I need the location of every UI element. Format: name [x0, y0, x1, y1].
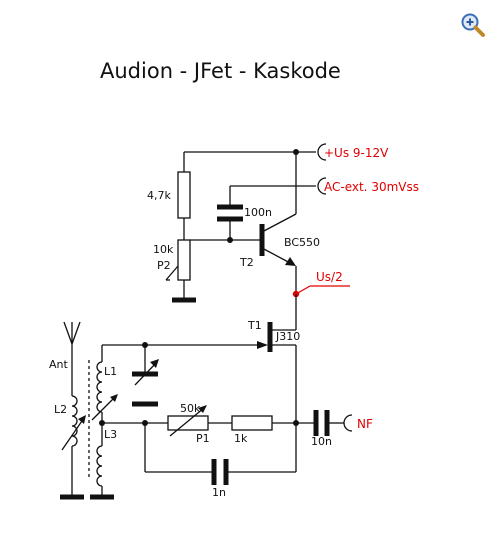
gate-arrow: [257, 341, 268, 349]
t2-label: T2: [239, 256, 254, 269]
c-100n-label: 100n: [244, 206, 272, 219]
ac-ext-label: AC-ext. 30mVss: [324, 180, 419, 194]
half-supply-label: Us/2: [316, 270, 343, 284]
nf-label: NF: [357, 417, 373, 431]
potentiometer-p2: [177, 239, 191, 281]
r-4k7-label: 4,7k: [147, 189, 171, 202]
resistor-1k: [231, 415, 273, 431]
zoom-in-icon[interactable]: [460, 12, 486, 38]
diagram-title: Audion - JFet - Kaskode: [100, 59, 341, 83]
bc550-label: BC550: [284, 236, 320, 249]
l1-label: L1: [104, 365, 117, 378]
l3-label: L3: [104, 428, 117, 441]
ac-ext-terminal: [317, 177, 327, 195]
coil-l2: [71, 395, 78, 447]
r-1k-label: 1k: [234, 432, 248, 445]
r-10k-label: 10k: [153, 243, 174, 256]
j310-label: J310: [275, 330, 300, 343]
t1-label: T1: [247, 319, 262, 332]
r-50k-label: 50k: [180, 402, 201, 415]
coil-l3: [96, 445, 103, 487]
nf-output-terminal: [343, 414, 353, 432]
supply-label: +Us 9-12V: [324, 146, 389, 160]
l2-label: L2: [54, 403, 67, 416]
potentiometer-p1: [167, 415, 209, 431]
coil-l1: [96, 361, 103, 413]
supply-terminal: [317, 143, 327, 161]
c-10n-label: 10n: [311, 435, 332, 448]
ant-label: Ant: [49, 358, 68, 371]
p2-label: P2: [157, 259, 171, 272]
emitter-arrow: [285, 257, 296, 266]
p1-label: P1: [196, 432, 210, 445]
c-1n-label: 1n: [212, 486, 226, 499]
resistor-4k7: [177, 171, 191, 219]
